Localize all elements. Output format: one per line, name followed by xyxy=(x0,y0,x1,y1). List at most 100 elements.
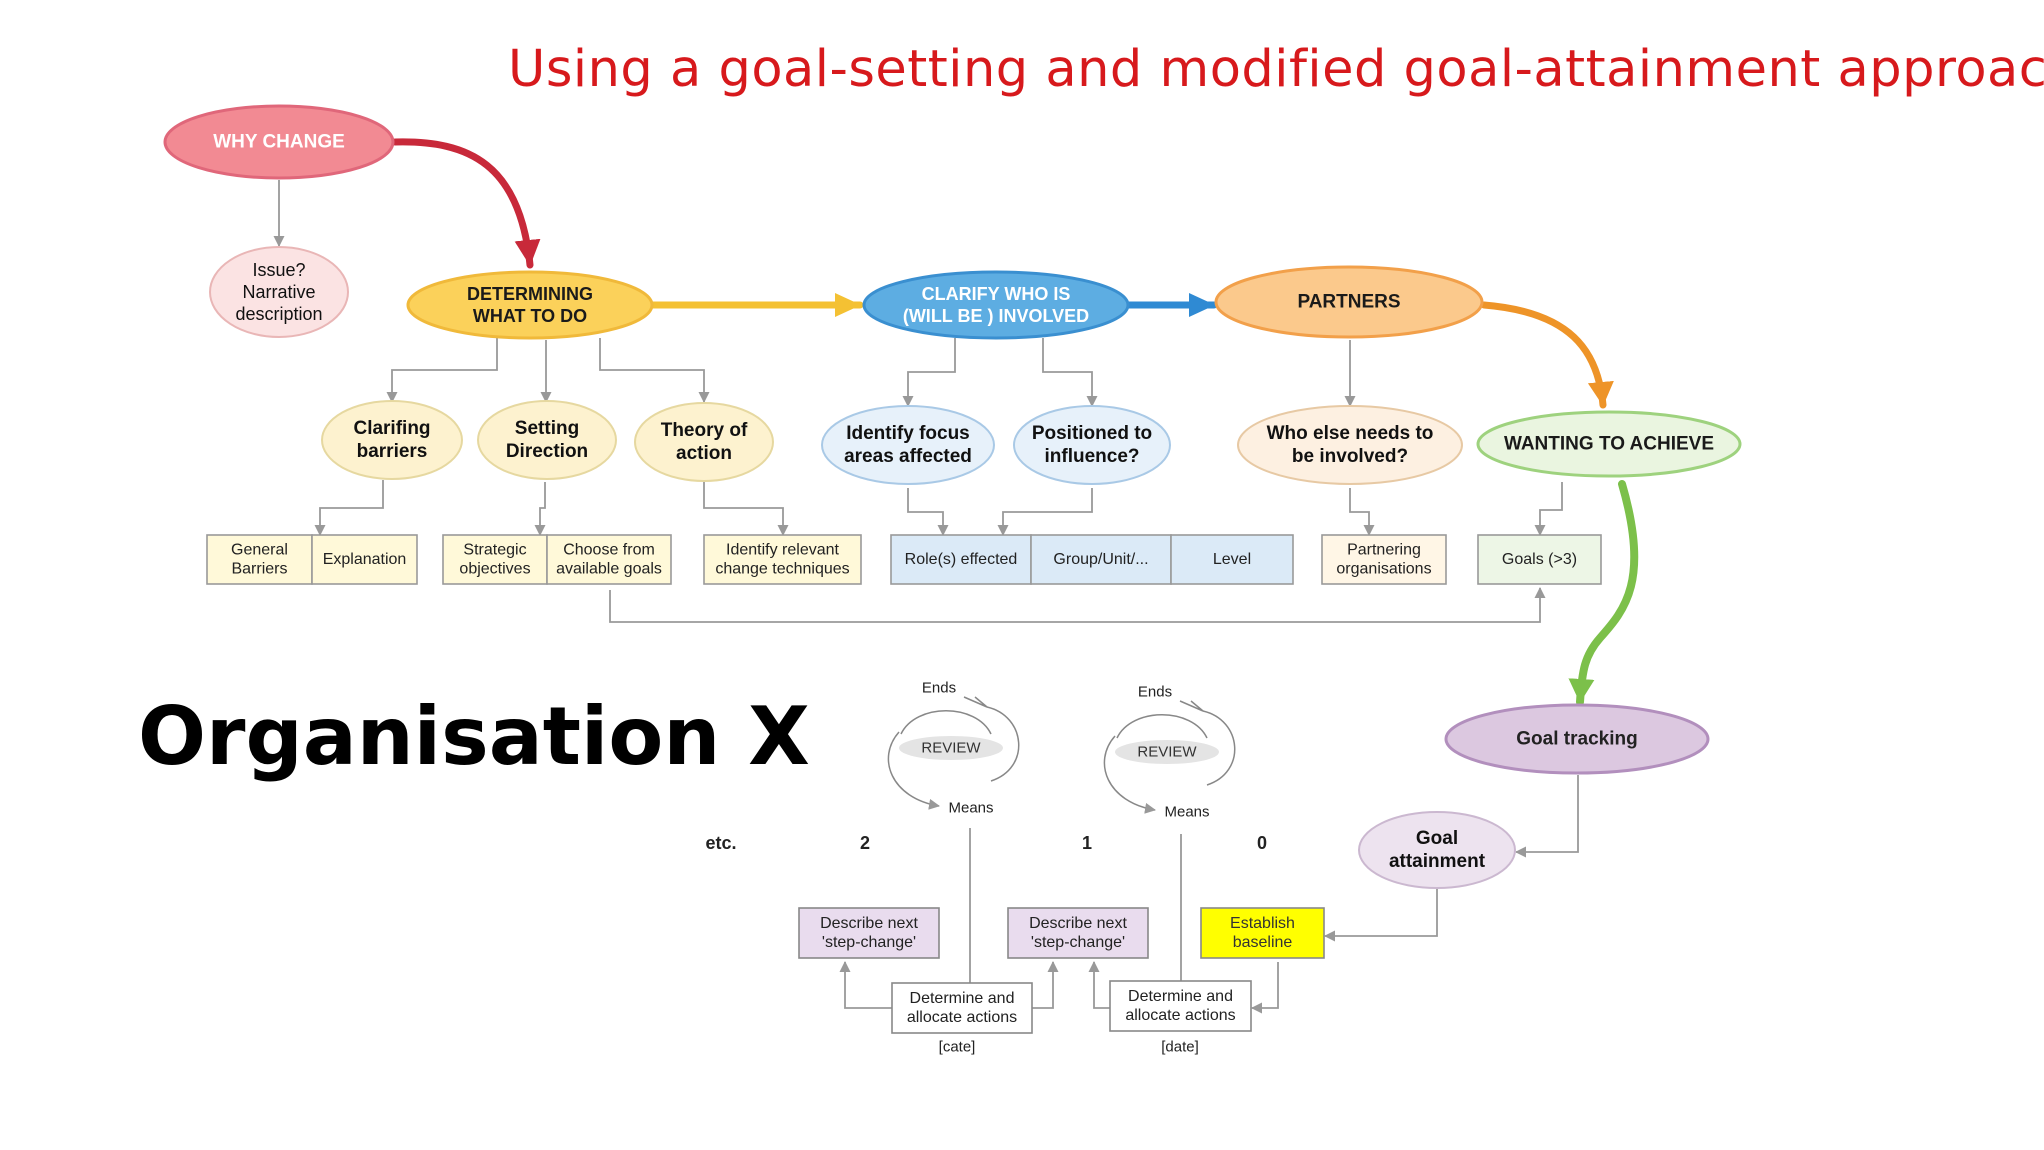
connector-clarify-focus xyxy=(902,338,956,407)
connector-determining-barriers xyxy=(386,338,498,403)
node-partners-label: PARTNERS xyxy=(1297,292,1400,313)
box-roles-label-line: Role(s) effected xyxy=(905,551,1018,568)
node-clarify-shape xyxy=(862,270,1130,340)
node-clarify-label: CLARIFY WHO IS(WILL BE ) INVOLVED xyxy=(903,284,1089,326)
connector-determine2-describe1 xyxy=(1031,961,1059,1009)
node-partners-shape xyxy=(1214,265,1484,339)
connector-determine1-describe1 xyxy=(1088,961,1110,1009)
node-theory-of-action-label-line: action xyxy=(676,443,732,464)
connector-theory-box xyxy=(703,482,789,536)
box-general-barriers-label-line: Barriers xyxy=(231,561,287,578)
organisation-title: Organisation X xyxy=(138,690,810,783)
box-goals-label: Goals (>3) xyxy=(1502,551,1577,568)
review-cycle-left xyxy=(887,696,1020,810)
box-choose-goals-label-line: Choose from xyxy=(563,542,655,559)
box-describe-next-1-label-line: Describe next xyxy=(1029,915,1127,932)
review-cycle-left-means-line: Means xyxy=(948,800,993,817)
review-cycle-right xyxy=(1103,700,1236,814)
node-issue-label-line: description xyxy=(235,304,322,324)
box-determine-2-label: Determine and allocate actions xyxy=(907,990,1017,1026)
connector-clarify-positioned xyxy=(1042,338,1098,407)
node-why-change-label-line: WHY CHANGE xyxy=(213,132,345,153)
node-setting-direction-label-line: Direction xyxy=(506,441,588,462)
box-strategic-objectives-label-line: Strategic xyxy=(463,542,526,559)
node-clarifying-barriers-label-line: Clarifing xyxy=(353,418,430,439)
date-label-right-line: [date] xyxy=(1161,1039,1199,1056)
box-goals-label-line: Goals (>3) xyxy=(1502,551,1577,568)
box-level-label: Level xyxy=(1213,551,1251,568)
review-cycle-left-inner-arc xyxy=(900,710,992,735)
node-why-change-shape xyxy=(163,104,395,180)
node-setting-direction-shape xyxy=(477,400,617,480)
sequence-label-3-line: 0 xyxy=(1257,833,1267,853)
review-cycle-left-ends: Ends xyxy=(922,680,956,697)
main-title: Using a goal-setting and modified goal-a… xyxy=(508,40,2044,99)
connector-determine2-describe2 xyxy=(839,961,892,1009)
review-cycle-right-ends-line: Ends xyxy=(1138,684,1172,701)
box-general-barriers-label-line: General xyxy=(231,542,288,559)
box-identify-techniques-box xyxy=(703,534,862,585)
review-cycle-right-outer-arc xyxy=(1202,710,1236,786)
review-cycle-left-ends-line: Ends xyxy=(922,680,956,697)
connector-positioned-roles xyxy=(997,488,1093,536)
box-group-label: Group/Unit/... xyxy=(1053,551,1148,568)
arrow-partners-to-wanting xyxy=(1480,301,1614,409)
node-clarify-label-line: CLARIFY WHO IS xyxy=(922,284,1071,304)
review-cycle-left-label-line: REVIEW xyxy=(921,740,981,757)
box-describe-next-2-label: Describe next'step-change' xyxy=(820,915,918,951)
box-partnering-label-line: Partnering xyxy=(1347,542,1421,559)
review-cycle-right-arrowhead-top xyxy=(1179,700,1204,712)
sequence-label-2-line: 1 xyxy=(1082,833,1092,853)
box-strategic-objectives-box xyxy=(442,534,548,585)
review-cycle-right-lower-arc xyxy=(1103,735,1156,814)
review-cycle-right-ends: Ends xyxy=(1138,684,1172,701)
node-clarifying-barriers-shape xyxy=(321,400,463,480)
sequence-label-2: 1 xyxy=(1082,833,1092,853)
box-determine-2-label-line: allocate actions xyxy=(907,1009,1017,1026)
node-goal-attainment-shape xyxy=(1358,811,1516,889)
box-determine-2-box xyxy=(891,982,1033,1034)
node-identify-focus-label-line: areas affected xyxy=(844,446,972,467)
box-establish-baseline-box xyxy=(1200,907,1325,959)
node-theory-of-action-label-line: Theory of xyxy=(661,420,748,441)
box-determine-2-label-line: Determine and xyxy=(910,990,1015,1007)
date-label-right: [date] xyxy=(1161,1039,1199,1056)
box-group-box xyxy=(1030,534,1172,585)
box-level-box xyxy=(1170,534,1294,585)
box-describe-next-1-box xyxy=(1007,907,1149,959)
node-identify-focus-shape xyxy=(821,405,995,485)
box-choose-goals-box xyxy=(546,534,672,585)
node-goal-tracking-label: Goal tracking xyxy=(1516,729,1637,750)
sequence-label-0-line: etc. xyxy=(705,833,736,853)
node-why-change-label: WHY CHANGE xyxy=(213,132,345,153)
box-determine-1-label-line: Determine and xyxy=(1128,988,1233,1005)
node-positioned-label-line: influence? xyxy=(1044,446,1139,467)
date-label-left: [cate] xyxy=(939,1039,976,1056)
connector-baseline-determine1 xyxy=(1251,962,1279,1014)
node-issue-shape xyxy=(209,246,349,338)
review-cycle-left-arrowhead-top xyxy=(963,696,988,708)
box-identify-techniques-label-line: Identify relevant xyxy=(726,542,840,559)
sequence-label-3: 0 xyxy=(1257,833,1267,853)
connector-barriers-boxes xyxy=(314,480,384,536)
connector-wanting-goals xyxy=(1534,482,1563,536)
box-partnering-label-line: organisations xyxy=(1336,561,1431,578)
box-describe-next-2-label-line: Describe next xyxy=(820,915,918,932)
box-roles-box xyxy=(890,534,1032,585)
review-cycle-left-outer-arc xyxy=(986,706,1020,782)
review-cycle-left-means: Means xyxy=(948,800,993,817)
box-partnering-label: Partnering organisations xyxy=(1336,542,1431,578)
box-level-label-line: Level xyxy=(1213,551,1251,568)
box-goals-box xyxy=(1477,534,1602,585)
node-positioned-shape xyxy=(1013,405,1171,485)
node-who-else-label-line: Who else needs to xyxy=(1267,423,1434,444)
box-explanation-label-line: Explanation xyxy=(323,551,407,568)
